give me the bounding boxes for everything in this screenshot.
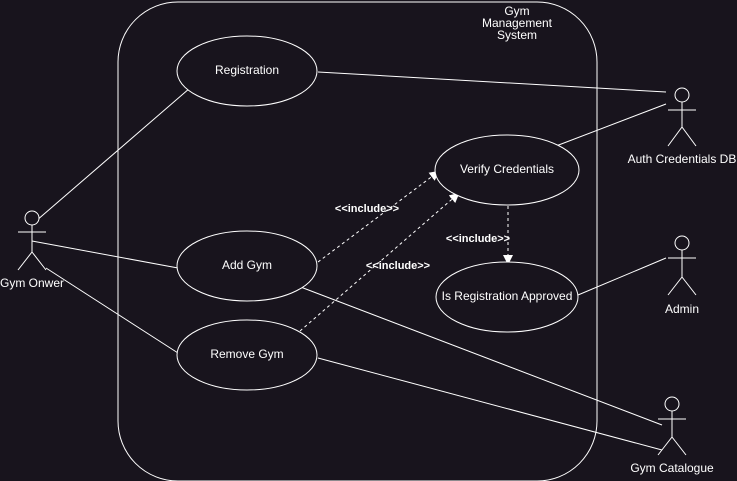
system-title-line-3: System (497, 28, 537, 42)
actor-gym-catalogue[interactable] (657, 396, 687, 456)
usecase-is-registration-approved-label: Is Registration Approved (442, 289, 573, 303)
actor-admin[interactable] (667, 235, 697, 296)
include-label-1: <<include>> (335, 203, 399, 215)
include-label-2: <<include>> (446, 233, 510, 245)
usecase-verify-credentials-label: Verify Credentials (460, 162, 554, 176)
association-removegym-catalogue (317, 357, 663, 451)
association-verify-authdb (555, 103, 667, 147)
association-owner-registration (35, 87, 191, 222)
usecase-verify-credentials[interactable]: Verify Credentials (434, 134, 580, 206)
association-registration-authdb (317, 71, 667, 93)
actor-gym-catalogue-label: Gym Catalogue (630, 461, 714, 475)
usecase-is-registration-approved[interactable]: Is Registration Approved (435, 261, 579, 333)
association-owner-removegym (45, 267, 179, 354)
actor-gym-owner-label: Gym Onwer (0, 276, 64, 290)
include-line-removegym-verify (299, 192, 460, 332)
include-label-3: <<include>> (366, 260, 430, 272)
association-approved-admin (577, 257, 667, 296)
include-line-addgym-verify (317, 170, 440, 263)
usecase-remove-gym[interactable]: Remove Gym (176, 319, 318, 391)
usecase-registration[interactable]: Registration (176, 35, 318, 107)
actor-admin-label: Admin (665, 302, 699, 316)
usecase-add-gym[interactable]: Add Gym (176, 230, 318, 302)
usecase-registration-label: Registration (215, 63, 279, 77)
usecase-remove-gym-label: Remove Gym (210, 347, 283, 361)
association-owner-addgym (31, 240, 179, 269)
system-boundary (117, 1, 598, 481)
system-title-line-2: Management (482, 16, 553, 30)
system-title-line-1: Gym (504, 4, 529, 18)
actor-gym-owner[interactable] (17, 210, 47, 271)
actor-auth-credentials-db-label: Auth Credentials DB (628, 152, 737, 166)
actor-auth-credentials-db[interactable] (667, 87, 697, 147)
usecase-add-gym-label: Add Gym (222, 258, 272, 272)
association-addgym-catalogue (297, 285, 663, 426)
